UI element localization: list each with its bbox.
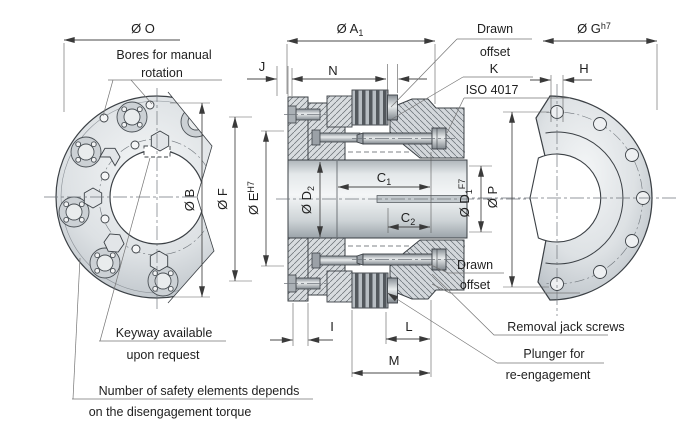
- dim-label-m: M: [389, 353, 400, 368]
- safety-cartridge-bottom: [326, 270, 398, 309]
- dim-label-b: Ø B: [182, 189, 197, 211]
- dim-label-d2: Ø D2: [299, 186, 316, 214]
- annotation-drawn-offset-bottom-line1: Drawn: [457, 258, 493, 272]
- annotation-keyway-line1: Keyway available: [116, 326, 213, 340]
- annotation-bores-line1: Bores for manual: [116, 48, 211, 62]
- hex-screw-heads: [83, 130, 170, 272]
- left-view-break-edge: [167, 91, 215, 304]
- plunger-cap-top: [387, 94, 398, 121]
- dim-label-h: H: [579, 61, 588, 76]
- dim-label-f: Ø F: [215, 188, 230, 210]
- dim-label-d1: Ø D1F7: [457, 179, 474, 218]
- manual-rotation-bores: [99, 100, 155, 123]
- dim-label-l: L: [405, 319, 412, 334]
- view-front-right: [455, 84, 678, 316]
- dim-label-i: I: [330, 319, 334, 334]
- annotations: Bores for manual rotation Drawn offset I…: [72, 22, 625, 419]
- dim-label-p: Ø P: [485, 186, 500, 208]
- annotation-plunger-line2: re-engagement: [506, 368, 591, 382]
- dim-label-o: Ø O: [131, 21, 155, 36]
- small-bores: [100, 140, 141, 254]
- annotation-keyway-line2: upon request: [127, 348, 201, 362]
- dimensions: Ø O Ø A1 Ø Gh7 J N K H Ø B: [63, 21, 658, 377]
- annotation-safety-line1: Number of safety elements depends: [99, 384, 300, 398]
- annotation-drawn-offset-top-line2: offset: [480, 45, 511, 59]
- dim-label-c2: C2: [401, 210, 415, 227]
- annotation-drawn-offset-bottom-line2: offset: [460, 278, 491, 292]
- dim-label-j: J: [259, 59, 266, 74]
- dim-label-n: N: [328, 63, 337, 78]
- annotation-drawn-offset-top-line1: Drawn: [477, 22, 513, 36]
- annotation-iso4017: ISO 4017: [466, 83, 519, 97]
- dim-label-a1: Ø A1: [337, 21, 364, 38]
- annotation-plunger-line1: Plunger for: [523, 347, 584, 361]
- safety-cartridge-top: [326, 89, 398, 128]
- annotation-safety-line2: on the disengagement torque: [89, 405, 252, 419]
- dim-label-c1: C1: [377, 170, 391, 187]
- annotation-removal-jack-screws: Removal jack screws: [507, 320, 624, 334]
- dim-label-k: K: [490, 61, 499, 76]
- dim-label-e: Ø EH7: [246, 181, 261, 215]
- dim-label-g: Ø Gh7: [577, 21, 611, 36]
- plunger-cap-bottom: [387, 277, 398, 304]
- annotation-bores-line2: rotation: [141, 66, 183, 80]
